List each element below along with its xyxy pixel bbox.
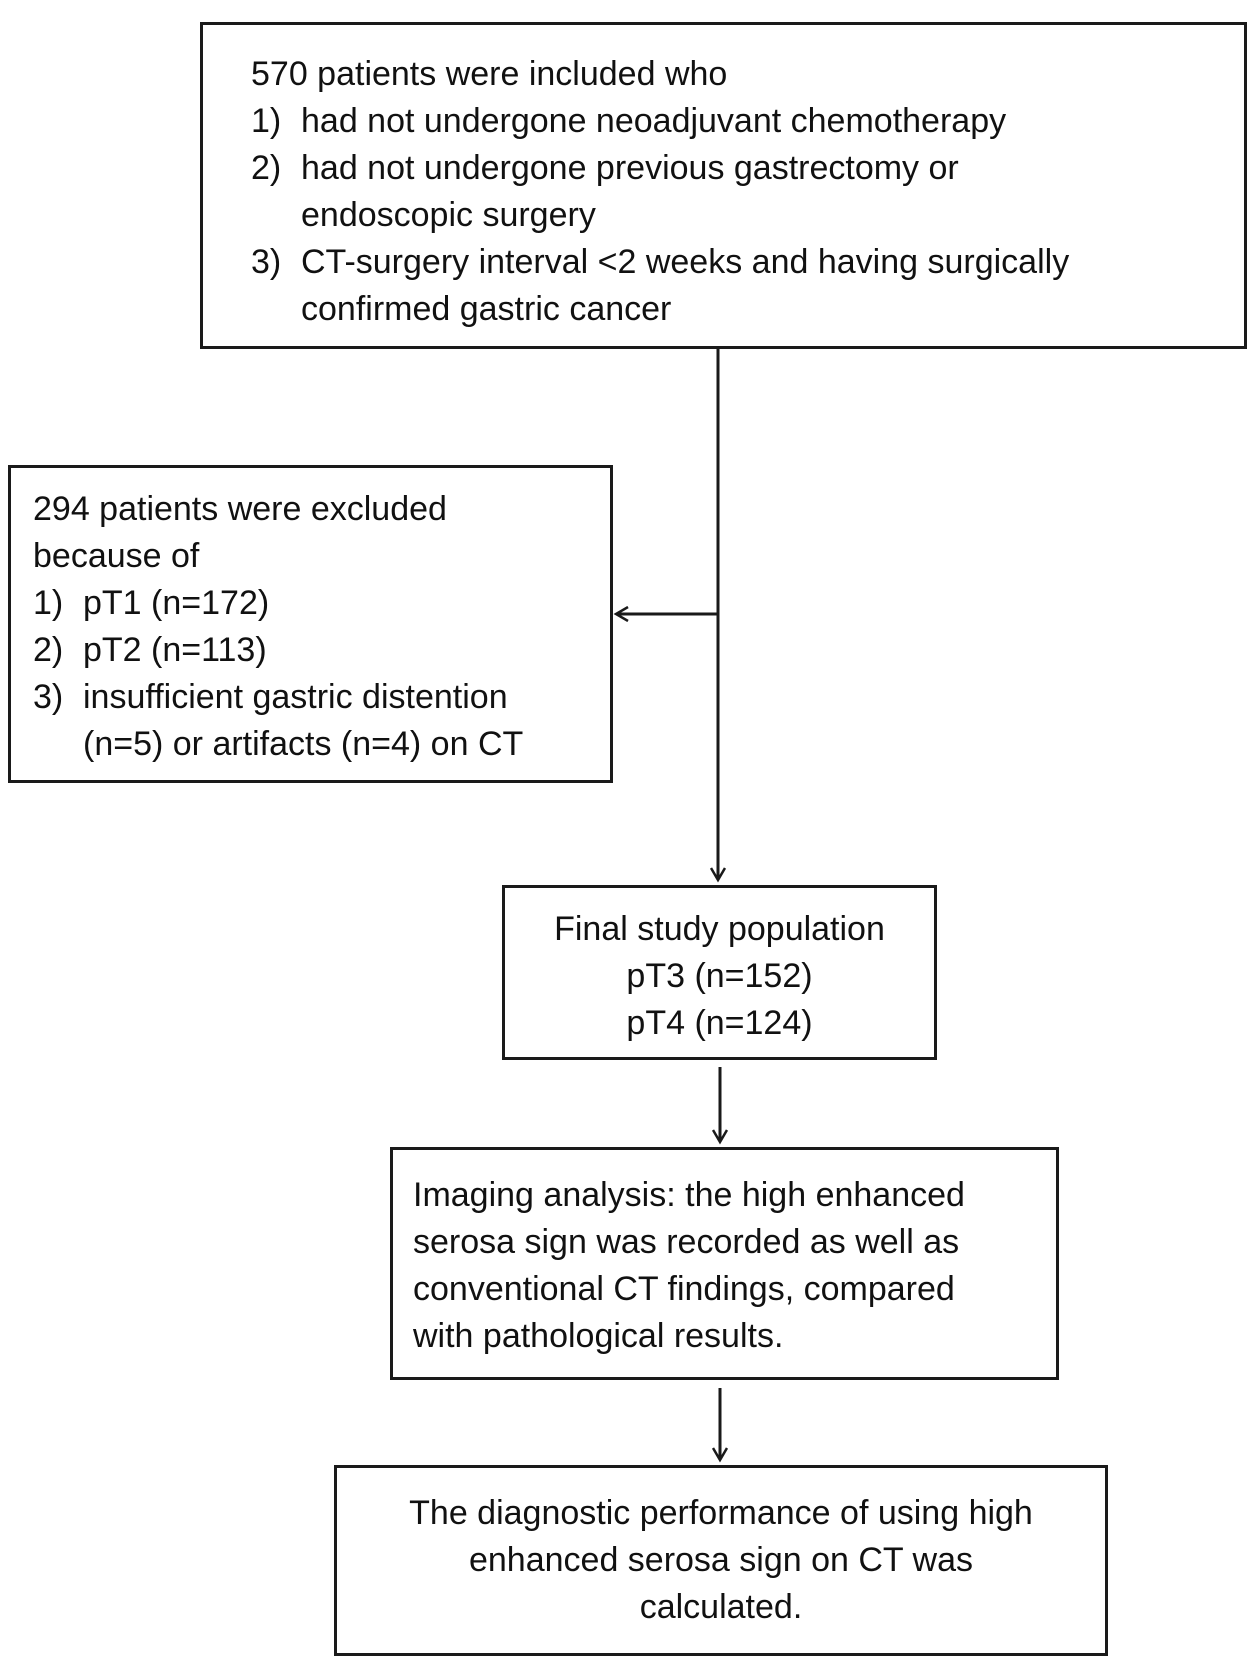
item-number: 1) <box>251 102 282 140</box>
inclusion-item-1: 1) had not undergone neoadjuvant chemothe… <box>251 98 1244 145</box>
imaging-text-line: with pathological results. <box>413 1317 784 1355</box>
inclusion-criteria-box: 570 patients were included who 1) had not… <box>200 22 1247 349</box>
imaging-text-line: conventional CT findings, compared <box>413 1270 955 1308</box>
item-number: 2) <box>251 149 282 187</box>
item-text: had not undergone previous gastrectomy o… <box>301 149 959 187</box>
item-number: 3) <box>251 243 282 281</box>
final-title: Final study population <box>554 910 885 948</box>
result-text-line: The diagnostic performance of using high <box>409 1494 1033 1532</box>
final-population-box: Final study population pT3 (n=152) pT4 (… <box>502 885 937 1060</box>
diagnostic-performance-box: The diagnostic performance of using high… <box>334 1465 1108 1656</box>
item-number: 2) <box>33 631 64 669</box>
final-pt3-count: pT3 (n=152) <box>626 957 813 995</box>
item-text-continued: (n=5) or artifacts (n=4) on CT <box>83 725 524 763</box>
result-text-line: calculated. <box>639 1588 803 1626</box>
imaging-text-line: serosa sign was recorded as well as <box>413 1223 960 1261</box>
item-text: insufficient gastric distention <box>83 678 508 716</box>
item-text: CT-surgery interval <2 weeks and having … <box>301 243 1070 281</box>
item-text-continued: endoscopic surgery <box>301 196 596 234</box>
exclusion-heading-line-1: 294 patients were excluded <box>33 490 447 528</box>
exclusion-heading-line-2: because of <box>33 537 200 575</box>
item-text: had not undergone neoadjuvant chemothera… <box>301 102 1007 140</box>
inclusion-item-3: 3) CT-surgery interval <2 weeks and havin… <box>251 239 1244 333</box>
inclusion-heading: 570 patients were included who <box>251 55 728 93</box>
item-text: pT2 (n=113) <box>83 631 267 669</box>
exclusion-item-1: 1) pT1 (n=172) <box>33 580 610 627</box>
final-pt4-count: pT4 (n=124) <box>626 1004 813 1042</box>
exclusion-box: 294 patients were excluded because of 1)… <box>8 465 613 783</box>
result-text-line: enhanced serosa sign on CT was <box>468 1541 973 1579</box>
imaging-text-line: Imaging analysis: the high enhanced <box>413 1176 965 1214</box>
inclusion-item-2: 2) had not undergone previous gastrectomy… <box>251 145 1244 239</box>
imaging-analysis-box: Imaging analysis: the high enhanced sero… <box>390 1147 1059 1380</box>
exclusion-item-2: 2) pT2 (n=113) <box>33 627 610 674</box>
exclusion-item-3: 3) insufficient gastric distention (n=5) … <box>33 674 610 768</box>
item-text: pT1 (n=172) <box>83 584 270 622</box>
item-text-continued: confirmed gastric cancer <box>301 290 672 328</box>
item-number: 3) <box>33 678 64 716</box>
item-number: 1) <box>33 584 64 622</box>
